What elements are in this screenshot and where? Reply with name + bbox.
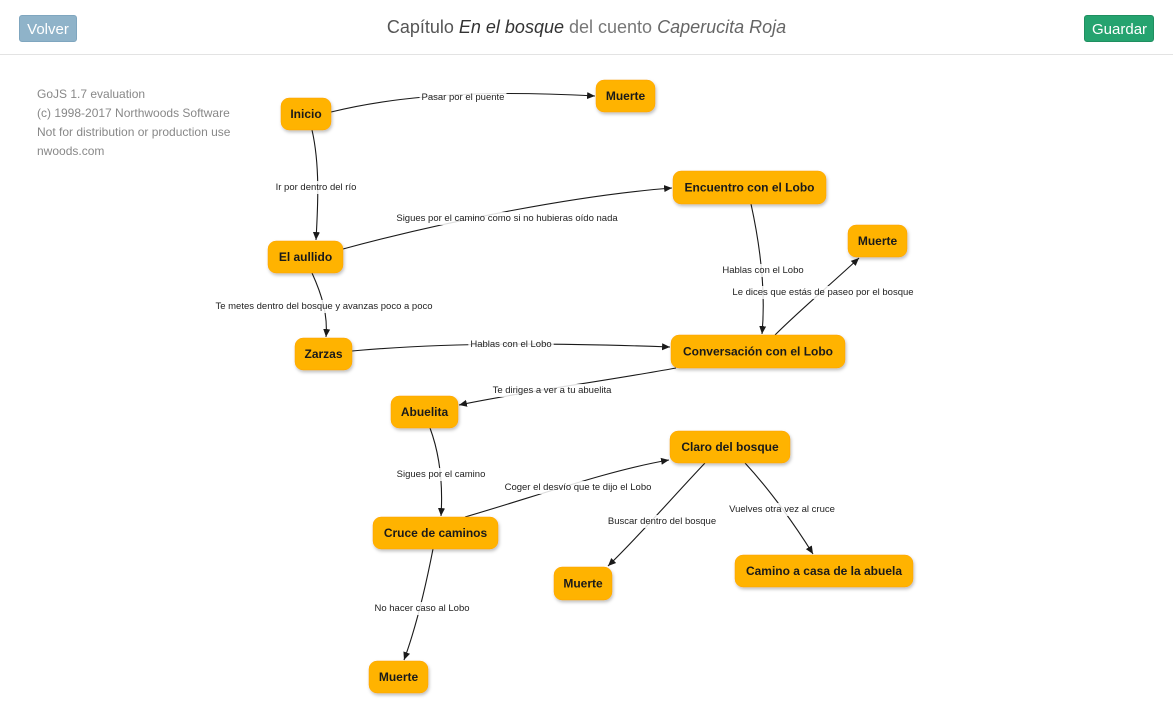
edge-label-text: Te metes dentro del bosque y avanzas poc… [215,301,432,312]
edge-label-text: Ir por dentro del río [276,182,357,193]
chapter-name: En el bosque [458,17,564,37]
edge-label-bg [730,286,916,299]
edge-label-bg [605,515,719,528]
node-abuelita[interactable]: Abuelita [390,395,459,429]
title-middle: del cuento [569,17,653,37]
edge-label: Hablas con el Lobo [720,264,806,277]
node-muerte4[interactable]: Muerte [368,660,429,694]
edge-label-text: Te diriges a ver a tu abuelita [493,385,613,396]
edge-label-bg [727,503,837,516]
edge-label: Pasar por el puente [419,91,507,104]
edge-line[interactable] [342,185,673,250]
node-label: Muerte [563,577,603,591]
edge-label: Le dices que estás de paseo por el bosqu… [730,286,916,299]
node-label: Claro del bosque [681,440,779,454]
node-box[interactable] [390,395,459,429]
watermark-line: GoJS 1.7 evaluation [37,87,146,101]
edge-label-text: Pasar por el puente [422,92,505,103]
edge-label: Hablas con el Lobo [468,338,554,351]
node-label: Conversación con el Lobo [683,345,833,359]
edge-label: Buscar dentro del bosque [605,515,719,528]
edge-label: No hacer caso al Lobo [372,602,472,615]
node-box[interactable] [595,79,656,113]
watermark-line: (c) 1998-2017 Northwoods Software [37,106,230,120]
node-aullido[interactable]: El aullido [267,240,344,274]
edge-label-bg [419,91,507,104]
node-box[interactable] [669,430,791,464]
edge-label-bg [273,181,359,194]
node-conversacion[interactable]: Conversación con el Lobo [670,334,846,369]
node-box[interactable] [267,240,344,274]
edge-label-bg [213,300,435,313]
edge-label: Coger el desvío que te dijo el Lobo [502,481,654,494]
story-name: Caperucita Roja [657,17,787,37]
edge-label-bg [490,384,615,397]
edge-label-bg [502,481,654,494]
edge-label-text: Hablas con el Lobo [722,265,803,276]
node-label: Muerte [606,89,646,103]
node-box[interactable] [672,170,827,205]
node-label: Abuelita [401,405,449,419]
node-label: Encuentro con el Lobo [684,181,814,195]
node-muerte2[interactable]: Muerte [847,224,908,258]
edge-label: Sigues por el camino [394,468,488,481]
edge-label-text: Hablas con el Lobo [470,339,551,350]
edge-label: Te diriges a ver a tu abuelita [490,384,615,397]
edge-label: Sigues por el camino como si no hubieras… [394,212,621,225]
edge-label-text: Sigues por el camino como si no hubieras… [396,213,618,224]
edge-aullido-to-encuentro[interactable] [342,185,673,250]
edge-label-bg [394,212,621,225]
edge-label-bg [372,602,472,615]
node-inicio[interactable]: Inicio [280,97,332,131]
node-encuentro[interactable]: Encuentro con el Lobo [672,170,827,205]
node-claro[interactable]: Claro del bosque [669,430,791,464]
node-label: Cruce de caminos [384,526,488,540]
node-box[interactable] [368,660,429,694]
edge-label-bg [468,338,554,351]
edge-claro-to-muerte3[interactable] [607,462,706,567]
node-zarzas[interactable]: Zarzas [294,337,353,371]
edge-line[interactable] [607,462,706,567]
node-cruce[interactable]: Cruce de caminos [372,516,499,550]
edge-label-text: Sigues por el camino [397,469,486,480]
edge-label-text: Vuelves otra vez al cruce [729,504,835,515]
edge-label: Te metes dentro del bosque y avanzas poc… [213,300,435,313]
edge-label: Vuelves otra vez al cruce [727,503,837,516]
node-label: Muerte [379,670,419,684]
edge-label-text: Buscar dentro del bosque [608,516,716,527]
save-button[interactable]: Guardar [1084,15,1154,42]
node-muerte3[interactable]: Muerte [553,566,613,601]
node-box[interactable] [734,554,914,588]
node-box[interactable] [553,566,613,601]
node-box[interactable] [670,334,846,369]
node-label: El aullido [279,250,332,264]
node-label: Zarzas [304,347,342,361]
top-bar: Volver Capítulo En el bosque del cuento … [0,0,1173,55]
edge-label-text: Le dices que estás de paseo por el bosqu… [732,287,913,298]
page-title: Capítulo En el bosque del cuento Caperuc… [0,17,1173,38]
back-button[interactable]: Volver [19,15,77,42]
edge-label-bg [720,264,806,277]
node-label: Inicio [290,107,321,121]
watermark-line: nwoods.com [37,144,105,158]
node-box[interactable] [280,97,332,131]
watermark-line: Not for distribution or production use [37,125,231,139]
node-camino[interactable]: Camino a casa de la abuela [734,554,914,588]
node-box[interactable] [294,337,353,371]
node-box[interactable] [847,224,908,258]
edge-label-text: Coger el desvío que te dijo el Lobo [505,482,652,493]
title-prefix: Capítulo [386,17,454,37]
node-label: Camino a casa de la abuela [746,564,902,578]
edge-label-bg [394,468,488,481]
node-label: Muerte [858,234,898,248]
node-box[interactable] [372,516,499,550]
edge-label: Ir por dentro del río [273,181,359,194]
gojs-watermark: GoJS 1.7 evaluation (c) 1998-2017 Northw… [37,85,230,161]
edge-label-text: No hacer caso al Lobo [374,603,469,614]
node-muerte1[interactable]: Muerte [595,79,656,113]
